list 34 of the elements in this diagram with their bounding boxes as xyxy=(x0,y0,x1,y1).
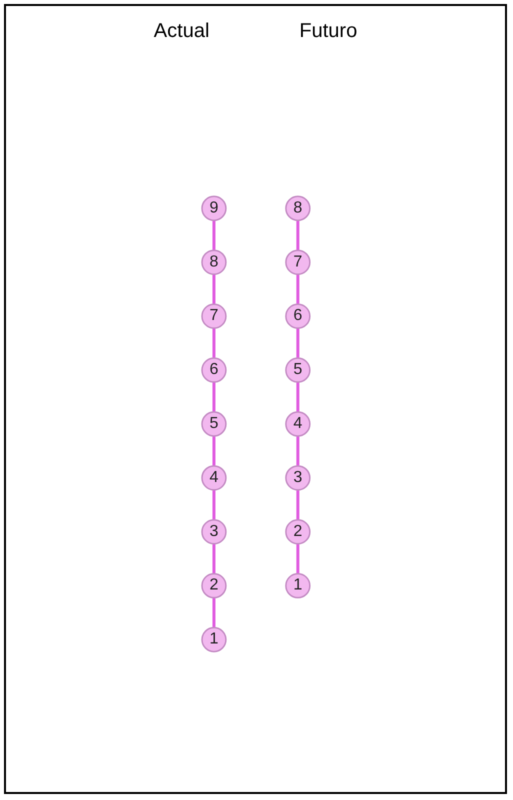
connector xyxy=(296,328,299,358)
node-circle: 7 xyxy=(284,250,310,275)
connector xyxy=(212,598,216,628)
connector xyxy=(212,490,216,520)
node-circle: 7 xyxy=(200,303,226,329)
connector xyxy=(212,544,216,574)
node-circle: 4 xyxy=(200,465,226,491)
node-circle: 3 xyxy=(200,519,226,545)
connector xyxy=(212,328,216,358)
node-circle: 1 xyxy=(284,573,310,598)
column-heading: Actual xyxy=(154,20,210,43)
connector xyxy=(296,436,299,466)
node-circle: 4 xyxy=(284,411,310,437)
node-circle: 9 xyxy=(200,196,226,222)
node-circle: 8 xyxy=(284,196,310,222)
connector xyxy=(296,382,299,412)
connector xyxy=(296,274,299,304)
connector xyxy=(212,382,216,412)
node-circle: 5 xyxy=(200,411,226,437)
node-circle: 5 xyxy=(284,357,310,383)
connector xyxy=(296,490,299,520)
node-circle: 2 xyxy=(200,573,226,598)
connector xyxy=(212,274,216,304)
node-circle: 1 xyxy=(200,626,226,652)
connector xyxy=(296,544,299,574)
node-circle: 6 xyxy=(284,303,310,329)
connector xyxy=(296,220,299,250)
column-heading: Futuro xyxy=(299,20,358,43)
node-circle: 8 xyxy=(200,250,226,275)
node-circle: 6 xyxy=(200,357,226,383)
node-circle: 3 xyxy=(284,465,310,491)
connector xyxy=(212,436,216,466)
node-circle: 2 xyxy=(284,519,310,545)
connector xyxy=(212,220,216,250)
